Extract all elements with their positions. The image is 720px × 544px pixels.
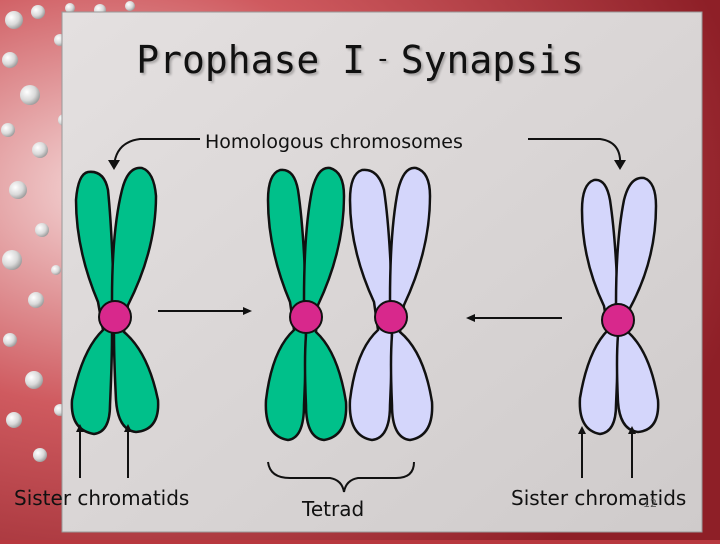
centromere-left (98, 300, 132, 334)
chromosome-right (578, 176, 660, 436)
tetrad-lavender-chromatid-a (348, 168, 394, 442)
label-sister-chromatids-left: Sister chromatids (14, 486, 190, 510)
tetrad-green-chromatid-a (264, 168, 308, 442)
label-tetrad: Tetrad (302, 497, 365, 521)
chromatid-right-a (578, 178, 620, 436)
tetrad-brace (267, 461, 415, 493)
arrowhead-left-to-tetrad (243, 307, 252, 315)
centromere-tetrad-green (289, 300, 323, 334)
chromosome-left (70, 166, 160, 436)
pointer-left-b-head (124, 424, 132, 432)
pointer-left-a-head (76, 424, 84, 432)
chromatid-left-b (110, 166, 160, 434)
arrowhead-right-to-tetrad (466, 314, 475, 322)
pointer-right-a-head (578, 426, 586, 434)
title-separator: - (375, 44, 391, 74)
page-number: 12 (643, 497, 657, 510)
pointer-right-b-head (628, 426, 636, 434)
chromatid-left-a (70, 170, 116, 436)
tetrad-lavender-chromatid-b (388, 166, 434, 442)
bead-decoration (1, 1, 135, 462)
title-main: Prophase I (136, 38, 366, 82)
label-homologous-chromosomes: Homologous chromosomes (205, 131, 463, 153)
centromere-tetrad-lavender (374, 300, 408, 334)
slide-title: Prophase I-Synapsis (0, 38, 720, 82)
tetrad-chromosome-green (264, 166, 348, 442)
chromatid-right-b (614, 176, 660, 434)
title-sub: Synapsis (400, 38, 584, 82)
centromere-right (601, 303, 635, 337)
arrowhead-right-top (614, 160, 626, 170)
tetrad-chromosome-lavender (348, 166, 434, 442)
arrowhead-left-top (108, 160, 120, 170)
tetrad-green-chromatid-b (302, 166, 348, 442)
label-sister-chromatids-right: Sister chromatids (511, 486, 687, 510)
